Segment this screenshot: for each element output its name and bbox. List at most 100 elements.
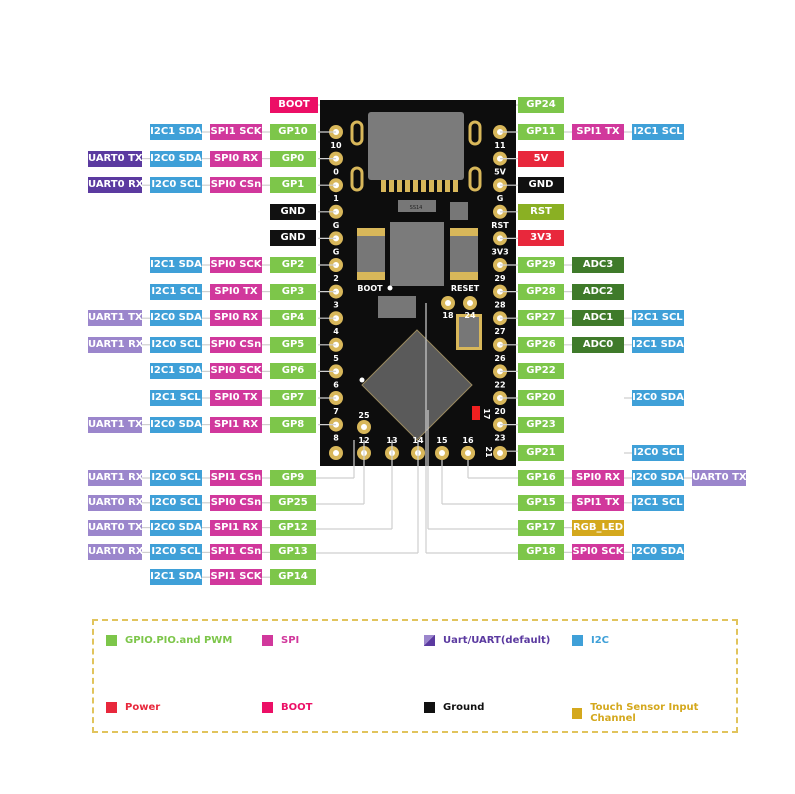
pin-label-gp15: GP15 [518,494,564,511]
usb-contact [453,180,458,192]
usb-connector [368,112,464,180]
pin-label-rst: RST [518,203,564,220]
func-label: SPI0 RX [210,310,262,327]
left-pin-silk: 10 [330,141,342,150]
func-label: I2C1 SCL [632,494,684,511]
bottom-pin-silk: 15 [436,436,448,445]
legend-gpio: GPIO.PIO.and PWM [106,635,232,646]
func-label: I2C1 SCL [150,390,202,406]
legend-label: Touch Sensor Input Channel [590,702,699,724]
pad-8b-hole [333,450,339,456]
legend-i2c: I2C [572,635,609,646]
left-pin-silk: 7 [333,407,339,416]
func-label: I2C0 SCL [150,336,202,353]
left-pin-silk: 0 [333,168,339,177]
usb-contact [429,180,434,192]
pin-label-gp17: GP17 [518,519,564,536]
pin-label-gp26: GP26 [518,336,564,353]
pin-label-3v3: 3V3 [518,230,564,247]
legend: GPIO.PIO.and PWM SPI Uart/UART(default) … [92,619,738,733]
crystal-body [459,317,479,347]
usb-contact [421,180,426,192]
left-pin-silk: 5 [333,354,339,363]
right-pin-silk: 5V [494,168,507,177]
i2c-swatch-icon [572,635,583,646]
func-label: UART1 TX [88,310,143,327]
left-pin-silk: 8 [333,434,339,443]
silk-18: 18 [442,311,454,320]
boot-label: BOOT [270,97,318,113]
pad-23-hole [497,450,503,456]
func-label: I2C0 SDA [150,150,202,167]
func-label: UART0 RX [88,494,143,511]
pin-label-gp6: GP6 [270,363,316,380]
legend-power: Power [106,702,160,713]
pad-24-hole [467,300,473,306]
pin-label-gp18: GP18 [518,544,564,561]
func-label: I2C1 SDA [150,569,202,586]
pin-label-gnd: GND [270,230,316,247]
pin-label-gp29: GP29 [518,257,564,273]
boot-swatch-icon [262,702,273,713]
ground-swatch-icon [424,702,435,713]
func-label: ADC1 [572,310,624,327]
func-label: UART1 TX [88,416,143,433]
chip-small [450,202,468,220]
legend-label: SPI [281,635,300,646]
pin-label-gp27: GP27 [518,310,564,327]
pin-label-gp12: GP12 [270,519,316,536]
bottom-pin-pad-hole [439,450,445,456]
func-label: SPI0 SCK [572,544,624,561]
left-pin-silk: 3 [333,301,339,310]
cap-left-body [357,236,385,272]
pin-label-gp14: GP14 [270,569,316,586]
left-pin-silk: 6 [333,380,339,389]
left-pin-silk: G [333,221,340,230]
usb-contact [405,180,410,192]
func-label: I2C0 SCL [632,445,684,461]
legend-boot: BOOT [262,702,312,713]
pin-label-gp25: GP25 [270,494,316,511]
rgb-led [472,406,480,420]
usb-contact [397,180,402,192]
left-pin-silk: G [333,247,340,256]
pin-label-gp20: GP20 [518,390,564,406]
right-pin-silk: 27 [494,327,505,336]
spi-swatch-icon [262,635,273,646]
func-label: SPI1 RX [210,416,262,433]
func-label: RGB_LED [572,519,624,536]
func-label: I2C0 SCL [150,470,202,486]
pin-label-gp7: GP7 [270,390,316,406]
silk-24: 24 [464,311,476,320]
func-label: SPI0 RX [210,150,262,167]
usb-contact [381,180,386,192]
left-pin-silk: 4 [333,327,339,336]
diode [398,200,436,212]
pin-label-gp16: GP16 [518,470,564,486]
rp2040-chip [361,329,473,441]
func-label: SPI0 SCK [210,363,262,380]
func-label: UART0 TX [88,519,143,536]
right-pin-silk: 23 [494,434,505,443]
pin-label-gnd: GND [270,203,316,220]
func-label: UART0 TX [88,150,143,167]
bottom-pin-silk: 16 [462,436,474,445]
pin-label-gp13: GP13 [270,544,316,561]
func-label: UART0 TX [692,470,747,486]
func-label: I2C1 SCL [632,310,684,327]
func-label: I2C1 SCL [150,283,202,300]
transistor [378,296,416,318]
legend-uart: Uart/UART(default) [424,635,550,646]
func-label: SPI1 TX [572,124,624,140]
func-label: UART1 RX [88,336,143,353]
pin-label-gnd: GND [518,177,564,194]
pad-25-hole [361,424,367,430]
legend-spi: SPI [262,635,299,646]
func-label: SPI1 CSn [210,544,262,561]
func-label: ADC0 [572,336,624,353]
mount-slot [468,166,482,192]
func-label: I2C0 SCL [150,177,202,194]
power-swatch-icon [106,702,117,713]
pin-label-gp21: GP21 [518,445,564,461]
